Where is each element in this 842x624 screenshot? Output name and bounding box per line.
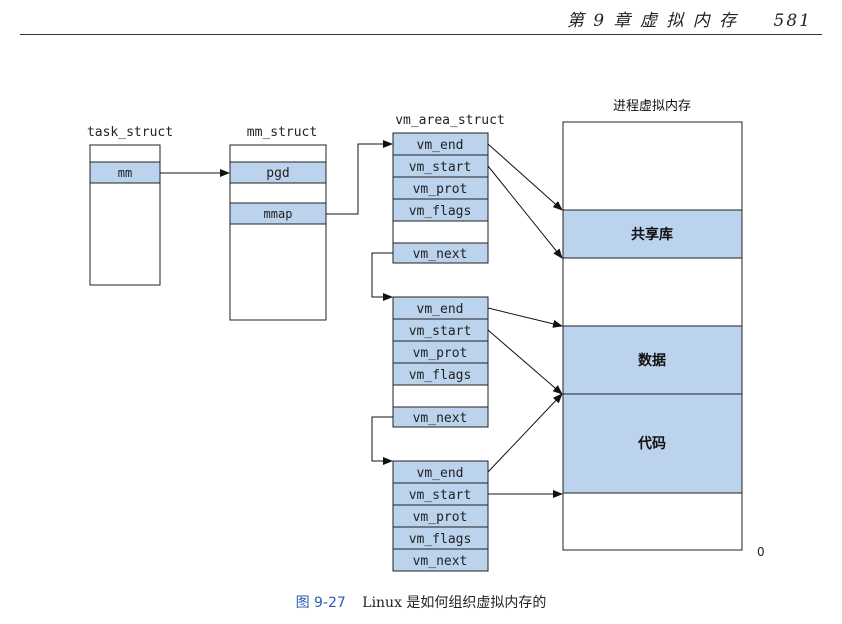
pointer-arrows [160,140,563,498]
vm-area-struct-1: vm_end vm_start vm_prot vm_flags vm_next [392,132,489,264]
vm-area-struct-2: vm_end vm_start vm_prot vm_flags vm_next [392,296,489,428]
vm-flags-cell [392,362,489,386]
vm-flags-cell [392,198,489,222]
vm-prot-label: vm_prot [413,182,468,197]
mm-struct-pgd-label: pgd [266,166,289,181]
figure-caption: 图 9-27 Linux 是如何组织虚拟内存的 [0,592,842,612]
arrow-vma2-end [487,307,563,328]
vm-area-struct-3: vm_end vm_start vm_prot vm_flags vm_next [392,460,489,572]
vm-flags-label: vm_flags [409,368,472,383]
vm-start-label: vm_start [409,160,472,175]
region-code-label: 代码 [637,435,666,452]
arrow-next-vma2-to-vma3 [371,416,393,465]
vm-flags-label: vm_flags [409,532,472,547]
vm-organization-diagram: task_struct mm mm_struct pgd mmap vm_are… [87,98,765,572]
page-header: 第 9 章 虚 拟 内 存 581 [20,0,822,35]
header-text: 第 9 章 虚 拟 内 存 581 [567,6,812,31]
vm-start-label: vm_start [409,324,472,339]
arrow-vma2-start [487,329,563,395]
process-vm-title: 进程虚拟内存 [613,98,691,114]
region-shared-libs-label: 共享库 [631,226,673,243]
chapter-title: 第 9 章 虚 拟 内 存 [566,11,739,31]
mm-struct-pgd-cell [229,161,327,184]
vm-start-label: vm_start [409,488,472,503]
vm-end-label: vm_end [417,302,464,317]
region-data [562,325,743,395]
vm-area-struct-title: vm_area_struct [395,113,505,128]
vm-prot-label: vm_prot [413,346,468,361]
vm-end-label: vm_end [417,138,464,153]
task-struct-mm-label: mm [118,166,132,180]
region-code [562,393,743,494]
arrow-next-vma1-to-vma2 [371,252,393,301]
figure-number: 图 9-27 [295,595,346,611]
figure-caption-text: Linux 是如何组织虚拟内存的 [362,595,547,611]
region-data-label: 数据 [638,352,666,369]
vm-prot-label: vm_prot [413,510,468,525]
arrow-vma3-end [487,393,563,473]
task-struct-title: task_struct [87,125,173,140]
page-number: 581 [773,11,812,31]
mm-struct-mmap-label: mmap [264,207,293,221]
arrow-vma1-start [487,165,563,259]
arrow-vma1-end [487,143,563,211]
vm-next-cell [392,548,489,572]
vm-next-label: vm_next [413,554,468,569]
vm-flags-label: vm_flags [409,204,472,219]
vm-next-label: vm_next [413,411,468,426]
vm-end-label: vm_end [417,466,464,481]
mm-struct-title: mm_struct [247,125,317,140]
arrow-mmap-to-vma1 [326,140,393,215]
region-shared-libs [562,209,743,259]
vm-next-label: vm_next [413,247,468,262]
address-zero-label: 0 [757,545,765,559]
